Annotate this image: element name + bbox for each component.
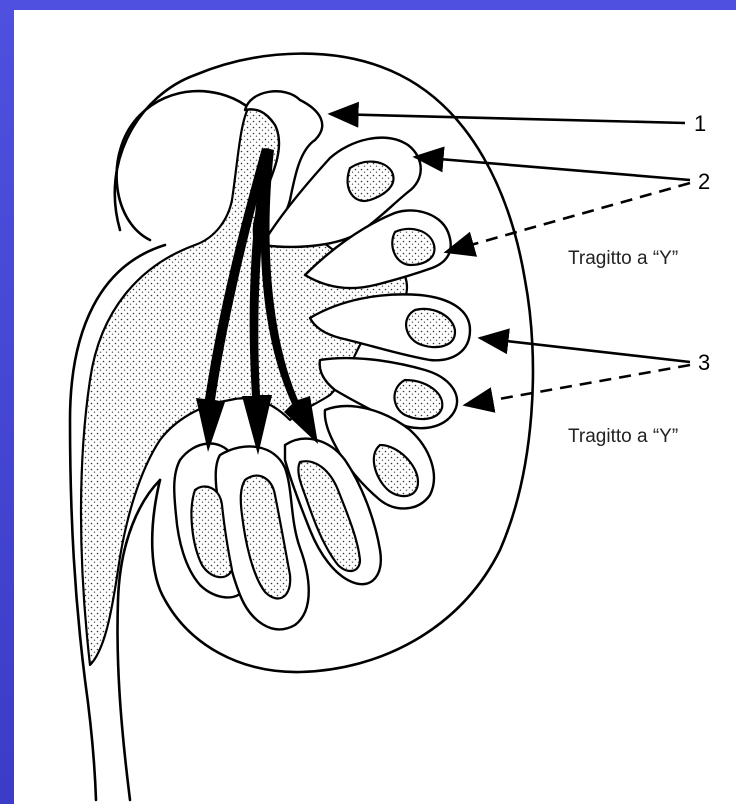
leader-2-dashed — [446, 183, 690, 252]
leader-1 — [330, 114, 685, 123]
leader-3-solid — [480, 338, 690, 362]
leader-2-solid — [415, 157, 690, 180]
y-tract-upper-label: Tragitto a “Y” — [568, 248, 678, 269]
label-2: 2 — [698, 169, 710, 194]
label-1: 1 — [694, 111, 706, 136]
leader-3-dashed — [465, 365, 690, 405]
papilla-b — [392, 229, 434, 265]
y-tract-lower-label: Tragitto a “Y” — [568, 426, 678, 447]
label-3: 3 — [698, 350, 710, 375]
